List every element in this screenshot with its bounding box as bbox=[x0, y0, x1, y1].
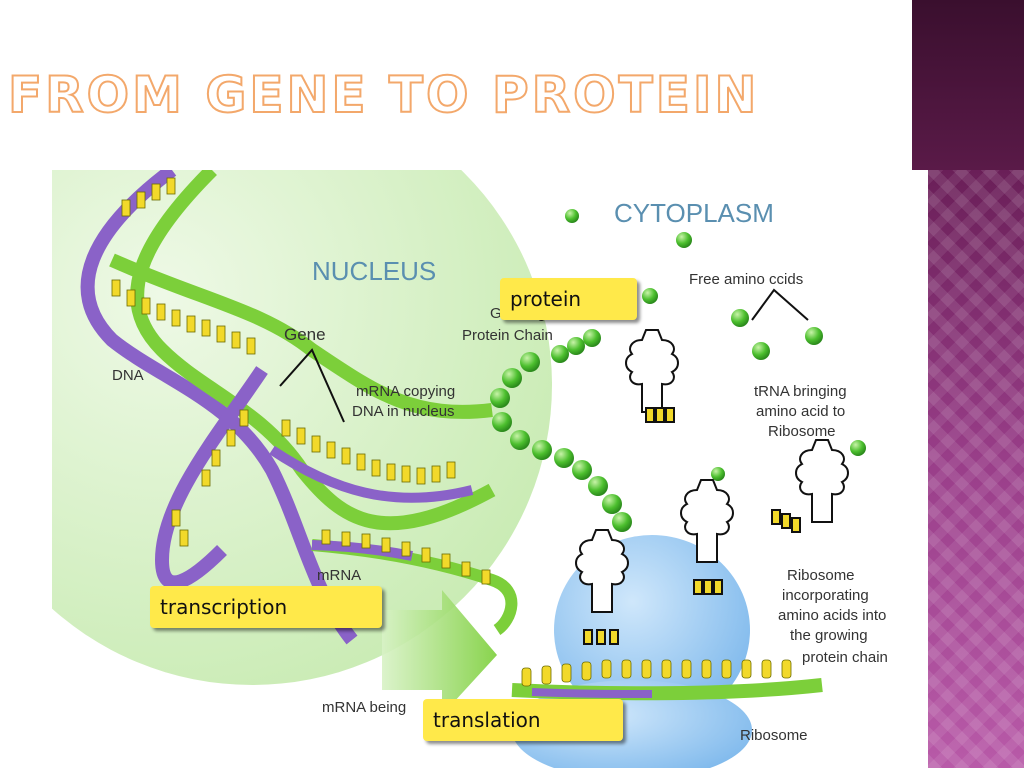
trna-2 bbox=[771, 439, 849, 533]
label-lines bbox=[279, 288, 809, 423]
mrna-copying-label-1: mRNA copying bbox=[356, 383, 455, 400]
side-band-pattern bbox=[928, 170, 1024, 768]
trna-label-1: tRNA bringing bbox=[754, 383, 847, 400]
ribosome-inc-label-4: the growing bbox=[790, 627, 868, 644]
transcription-callout: transcription bbox=[150, 586, 382, 628]
nucleus-label: NUCLEUS bbox=[312, 256, 436, 286]
mrna-being-label: mRNA being bbox=[322, 699, 406, 716]
trna-label-3: Ribosome bbox=[768, 423, 836, 440]
growing-label-2: Protein Chain bbox=[462, 327, 553, 344]
diagram-labels: CYTOPLASM NUCLEUS DNA Gene mRNA copying … bbox=[112, 198, 888, 744]
translation-callout: translation bbox=[423, 699, 623, 741]
free-amino-label: Free amino ccids bbox=[689, 271, 803, 288]
slide-title: FROM GENE TO PROTEIN bbox=[7, 65, 760, 125]
mrna-copying-label-2: DNA in nucleus bbox=[352, 403, 455, 420]
ribosome-inc-label-5: protein chain bbox=[802, 649, 888, 666]
trna-4 bbox=[575, 529, 629, 645]
cytoplasm-label: CYTOPLASM bbox=[614, 198, 774, 228]
diagram-svg: CYTOPLASM NUCLEUS DNA Gene mRNA copying … bbox=[52, 170, 888, 768]
ribosome-inc-label-3: amino acids into bbox=[778, 607, 886, 624]
trna-molecules bbox=[575, 329, 849, 645]
protein-callout: protein bbox=[500, 278, 637, 320]
mrna-label: mRNA bbox=[317, 567, 361, 584]
dna-label: DNA bbox=[112, 367, 144, 384]
ribosome-label: Ribosome bbox=[740, 727, 808, 744]
ribosome-mrna bbox=[511, 659, 823, 701]
mrna-strand bbox=[311, 529, 518, 635]
side-band-top bbox=[912, 0, 1024, 170]
trna-label-2: amino acid to bbox=[756, 403, 845, 420]
ribosome-inc-label-2: incorporating bbox=[782, 587, 869, 604]
ribosome-inc-label-1: Ribosome bbox=[787, 567, 855, 584]
transport-arrow bbox=[382, 590, 497, 715]
trna-1 bbox=[625, 329, 679, 423]
gene-label: Gene bbox=[284, 325, 326, 344]
trna-3 bbox=[680, 479, 734, 595]
gene-to-protein-figure: CYTOPLASM NUCLEUS DNA Gene mRNA copying … bbox=[52, 170, 928, 768]
amino-acid-balls bbox=[490, 209, 866, 532]
